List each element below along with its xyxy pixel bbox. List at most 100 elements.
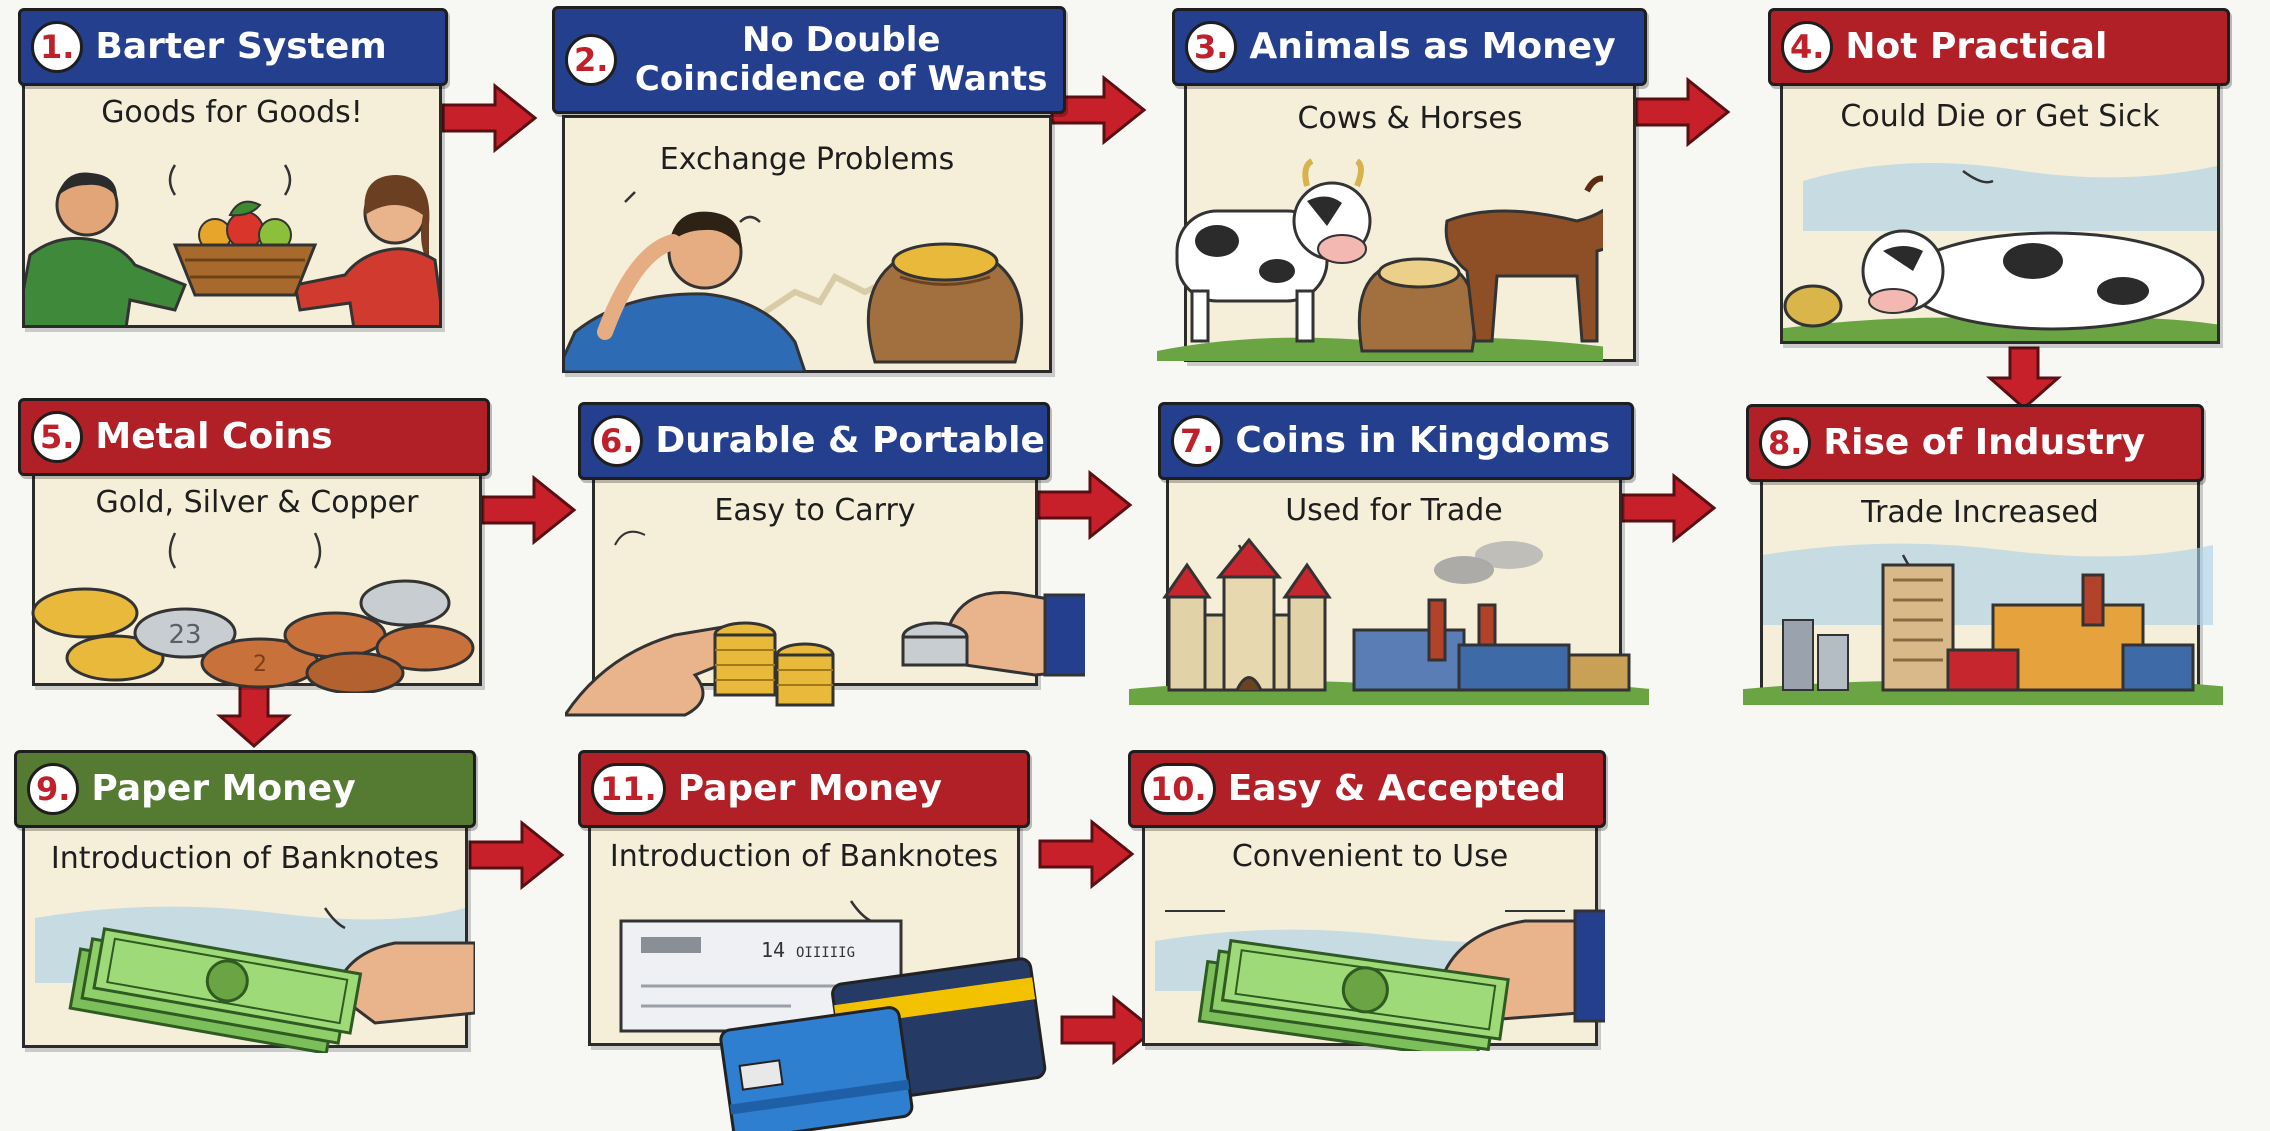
office-tower (1881, 563, 1955, 692)
step-9-caption: Introduction of Banknotes (50, 841, 440, 876)
suit-sleeve (1043, 593, 1085, 677)
step-7-banner: 7. Coins in Kingdoms (1158, 402, 1634, 480)
step-5-panel: Gold, Silver & Copper 23 2 (31, 462, 482, 693)
step-4-caption: Could Die or Get Sick (1840, 99, 2160, 134)
step-8-number: 8. (1759, 417, 1812, 469)
step-11-title: Paper Money (677, 768, 942, 810)
step-3-panel: Cows & Horses (1157, 72, 1636, 362)
exchange-problem-illustration (565, 191, 1024, 372)
step-6-banner: 6. Durable & Portable (578, 402, 1050, 480)
animals-illustration (1157, 158, 1603, 361)
step-7-panel: Used for Trade (1129, 462, 1649, 705)
cheque-mark: 14 (761, 938, 785, 962)
step-3-caption: Cows & Horses (1297, 101, 1523, 136)
step-4-banner: 4. Not Practical (1768, 8, 2230, 86)
arrow-1-to-2 (441, 84, 537, 152)
gold-coin (65, 634, 165, 682)
copper-coin (283, 611, 387, 659)
gold-coin (31, 587, 139, 639)
arrow-5-to-6 (480, 476, 576, 544)
lying-cow-body (1901, 231, 2205, 331)
factory (1352, 628, 1466, 692)
metal-coins-illustration: 23 2 (31, 532, 475, 693)
hay-bale (1783, 284, 1843, 328)
step-6-number: 6. (591, 415, 644, 467)
arrow-doodle (283, 164, 292, 196)
step-4-title: Not Practical (1845, 26, 2108, 68)
step-5-banner: 5. Metal Coins (18, 398, 490, 476)
arrow-4-to-8 (1988, 346, 2060, 410)
step-7-number: 7. (1171, 415, 1224, 467)
step-6-panel: Easy to Carry (565, 462, 1085, 717)
step-11-panel: Introduction of Banknotes 14 OIIIIIG (588, 808, 1047, 1131)
copper-coin (305, 651, 405, 693)
arrow-9-to-11 (468, 821, 564, 889)
step-8-title: Rise of Industry (1823, 422, 2146, 464)
arrow-doodle (168, 164, 177, 196)
arrow-5-to-9 (218, 684, 290, 748)
step-5-caption: Gold, Silver & Copper (95, 485, 419, 520)
step-5-number: 5. (31, 411, 84, 463)
accepted-money-illustration (1155, 909, 1605, 1051)
coin-mark: 23 (168, 620, 201, 650)
step-3-title: Animals as Money (1249, 26, 1616, 68)
step-3-number: 3. (1185, 21, 1238, 73)
sick-cow-illustration (1783, 163, 2217, 341)
step-9-number: 9. (27, 763, 80, 815)
step-8-panel: Trade Increased (1743, 462, 2223, 705)
step-3-banner: 3. Animals as Money (1172, 8, 1647, 86)
arrow-11-to-10 (1038, 820, 1134, 888)
step-10-panel: Convenient to Use (1142, 808, 1605, 1051)
cheque-cards-illustration: 14 OIIIIIG (619, 900, 1047, 1131)
step-10-number: 10. (1141, 763, 1216, 815)
woman-shirt (293, 247, 439, 325)
step-7-title: Coins in Kingdoms (1235, 420, 1611, 462)
carry-coins-illustration (565, 530, 1085, 717)
step-11-caption: Introduction of Banknotes (609, 839, 999, 874)
coin-mark: 2 (253, 652, 267, 677)
step-2-panel: Exchange Problems (562, 115, 1052, 373)
step-1-title: Barter System (95, 26, 387, 68)
step-4-number: 4. (1781, 21, 1834, 73)
step-4-panel: Could Die or Get Sick (1780, 72, 2220, 344)
man-shirt (25, 236, 187, 325)
arrow-3-to-4 (1634, 78, 1730, 146)
step-9-panel: Introduction of Banknotes (22, 810, 475, 1053)
step-11-banner: 11. Paper Money (578, 750, 1030, 828)
step-1-number: 1. (31, 21, 84, 73)
step-6-caption: Easy to Carry (714, 493, 916, 528)
banknote-stack (1197, 938, 1510, 1051)
step-11-number: 11. (591, 763, 666, 815)
kingdom-illustration (1129, 537, 1649, 705)
basket (172, 243, 318, 297)
banknote-stack (68, 927, 363, 1053)
horse-body (1444, 208, 1603, 343)
industry-illustration (1743, 543, 2223, 705)
step-6-title: Durable & Portable (655, 420, 1045, 462)
cheque-mark: OIIIIIG (796, 945, 855, 961)
step-8-caption: Trade Increased (1861, 495, 2099, 530)
step-10-caption: Convenient to Use (1231, 839, 1509, 874)
copper-coin (375, 624, 475, 672)
step-5-title: Metal Coins (95, 416, 333, 458)
step-9-title: Paper Money (91, 768, 356, 810)
step-7-caption: Used for Trade (1285, 493, 1503, 528)
silver-coin (359, 579, 451, 627)
step-2-caption: Exchange Problems (659, 142, 955, 177)
step-2-banner: 2. No Double Coincidence of Wants (552, 6, 1066, 114)
step-2-number: 2. (565, 34, 618, 86)
step-10-title: Easy & Accepted (1227, 768, 1567, 810)
step-1-banner: 1. Barter System (18, 8, 448, 86)
step-2-title: No Double Coincidence of Wants (634, 19, 1048, 99)
step-1-panel: Goods for Goods! (22, 72, 442, 328)
step-1-caption: Goods for Goods! (101, 95, 363, 130)
step-10-banner: 10. Easy & Accepted (1128, 750, 1606, 828)
diagram-canvas: Goods for Goods! 1. Barter System Exchan… (14, 6, 2230, 1131)
barter-illustration (25, 164, 439, 325)
silver-coin (133, 607, 237, 659)
banknotes-illustration (35, 906, 475, 1053)
step-8-banner: 8. Rise of Industry (1746, 404, 2204, 482)
suit-sleeve (1573, 909, 1605, 1023)
confused-man-shirt (565, 292, 807, 372)
step-9-banner: 9. Paper Money (14, 750, 476, 828)
